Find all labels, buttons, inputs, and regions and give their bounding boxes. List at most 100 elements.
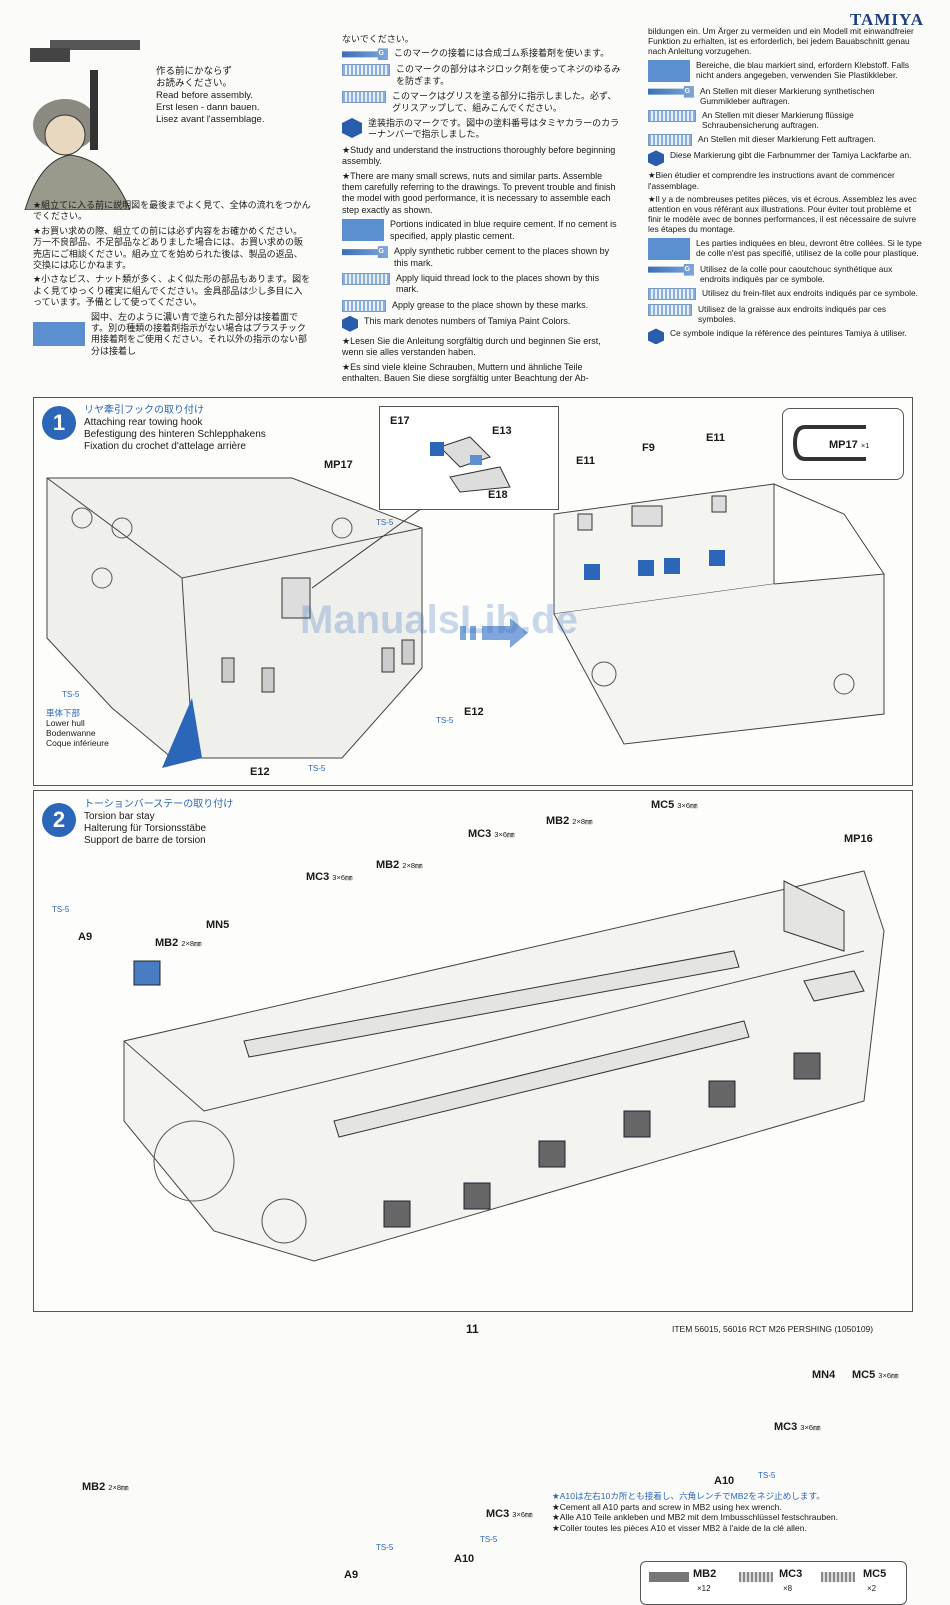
de-mark-4: An Stellen mit dieser Markierung Fett au…	[698, 134, 876, 145]
header-en: Read before assembly.	[156, 90, 253, 101]
parts-mb2: MB2	[693, 1568, 717, 1580]
jp-blue-note: 図中、左のように濃い青で塗られた部分は接着面です。別の種類の接着剤指示がない場合…	[91, 311, 308, 356]
de-mark-2: An Stellen mit dieser Markierung synthet…	[700, 85, 875, 106]
step1-label-e17: E17	[390, 415, 410, 427]
en-screws: ★There are many small screws, nuts and s…	[342, 170, 616, 215]
step2-note-jp: ★A10は左右10カ所とも接着し、六角レンチでMB2をネジ止めします。	[552, 1491, 825, 1501]
parts-mb2-qty: ×12	[697, 1584, 711, 1593]
mc3-screw-icon	[739, 1572, 773, 1582]
step1-title-fr: Fixation du crochet d'attelage arrière	[84, 441, 246, 452]
en-mark-4: Apply grease to the place shown by these…	[392, 299, 589, 310]
lower-hull-label: 車体下部 Lower hull Bodenwanne Coque inférie…	[46, 708, 109, 748]
de-cont: bildungen ein. Um Ärger zu vermeiden und…	[648, 26, 914, 57]
label-mb2-a: MB2 2×8㎜	[546, 815, 593, 827]
step1-label-e11-b: E11	[706, 432, 725, 444]
jp-mark-1: このマークの接着には合成ゴム系接着剤を使います。	[394, 48, 610, 59]
grease-icon-en	[342, 299, 386, 312]
jp-para-3: ★小さなビス、ナット類が多く、よく似た形の部品もあります。図をよく見てゆっくり確…	[33, 274, 311, 308]
header-jp-2: お読みください。	[156, 78, 233, 89]
thread-lock-icon	[342, 64, 390, 77]
parts-box-mp17: MP17 ×1	[829, 439, 870, 451]
rubber-cement-icon-en: G	[342, 246, 388, 259]
en-mark-3: Apply liquid thread lock to the places s…	[396, 272, 600, 295]
hook-detail-drawing	[430, 436, 511, 493]
fr-screws: ★Il y a de nombreuses petites pièces, vi…	[648, 193, 917, 235]
label-ts5-c: TS-5	[376, 1543, 394, 1552]
fr-mark-5: Ce symbole indique la référence des pein…	[670, 328, 907, 339]
header-jp-1: 作る前にかならず	[156, 66, 232, 77]
label-mc5-b: MC5 3×6㎜	[852, 1369, 899, 1381]
step1-label-e12-a: E12	[464, 706, 484, 718]
step2-parts-box: MB2 ×12 MC3 ×8 MC5 ×2	[640, 1561, 907, 1605]
lower-hull-fr: Coque inférieure	[46, 738, 109, 748]
lower-hull-jp: 車体下部	[46, 708, 81, 718]
step2-note-de: ★Alle A10 Teile ankleben und MB2 mit dem…	[552, 1512, 839, 1522]
step2-note-fr: ★Coller toutes les pièces A10 et visser …	[552, 1522, 807, 1533]
step1-ts-b: TS-5	[62, 690, 80, 699]
rubber-cement-icon: G	[342, 48, 388, 61]
step1-panel: 1 リヤ牽引フックの取り付け Attaching rear towing hoo…	[33, 397, 913, 786]
cement-blue-icon-fr	[648, 237, 690, 260]
de-mark-3: An Stellen mit dieser Markierung flüssig…	[702, 110, 854, 131]
step2-title-en: Torsion bar stay	[84, 811, 155, 822]
step1-title-jp: リヤ牽引フックの取り付け	[84, 405, 204, 416]
lower-hull-rear-drawing	[46, 477, 423, 768]
rubber-cement-icon-de: G	[648, 85, 694, 98]
step1-label-e12-b: E12	[250, 766, 270, 778]
mc5-screw-icon	[821, 1572, 855, 1582]
label-mc3-c: MC3 3×6㎜	[774, 1421, 821, 1433]
step2-title-jp: トーションバーステーの取り付け	[84, 799, 234, 810]
label-mc5-top: MC5 3×6㎜	[651, 799, 698, 811]
label-ts5-b: TS-5	[758, 1471, 776, 1480]
label-mp16: MP16	[844, 833, 873, 845]
label-mc3-b: MC3 3×6㎜	[306, 871, 353, 883]
step2-panel: 2 トーションバーステーの取り付け Torsion bar stay Halte…	[33, 790, 913, 1605]
step1-title-en: Attaching rear towing hook	[84, 417, 203, 428]
en-mark-1: Portions indicated in blue require cemen…	[390, 219, 617, 241]
footer-item: ITEM 56015, 56016 RCT M26 PERSHING (1050…	[672, 1324, 874, 1334]
paint-icon-en	[342, 315, 358, 332]
en-mark-2: Apply synthetic rubber cement to the pla…	[394, 246, 610, 268]
read-before-block: 作る前にかならず お読みください。 Read before assembly. …	[156, 66, 265, 126]
jp-para-2: ★お買い求めの際、組立ての前には必ず内容をお確かめください。万一不良部品、不足部…	[33, 225, 304, 271]
step1-ts-c: TS-5	[436, 716, 454, 725]
hull-interior-drawing	[553, 483, 885, 745]
label-a9-b: A9	[344, 1569, 359, 1581]
label-a9-a: A9	[78, 931, 93, 943]
brand-logo: TAMIYA	[849, 10, 924, 29]
step2-title: トーションバーステーの取り付け Torsion bar stay Halteru…	[84, 799, 233, 847]
mb2-screw-icon	[649, 1572, 689, 1582]
step2-title-fr: Support de barre de torsion	[84, 835, 206, 846]
step2-title-de: Halterung für Torsionsstäbe	[84, 823, 207, 834]
step1-title-de: Befestigung des hinteren Schlepphakens	[84, 429, 266, 440]
jp-mark-4: 塗装指示のマークです。図中の塗料番号はタミヤカラーのカラーナンバーで指示しました…	[368, 118, 620, 140]
label-a10-a: A10	[714, 1475, 735, 1487]
step1-title: リヤ牽引フックの取り付け Attaching rear towing hook …	[84, 405, 266, 453]
torsion-hull-drawing	[123, 870, 885, 1262]
label-mc3-d: MC3 3×6㎜	[486, 1508, 533, 1520]
paint-icon	[342, 118, 362, 139]
thread-lock-icon-fr	[648, 288, 696, 301]
de-intro: ★Lesen Sie die Anleitung sorgfältig durc…	[342, 335, 601, 358]
parts-mc3: MC3	[779, 1568, 803, 1580]
label-ts5-a: TS-5	[52, 905, 70, 914]
soldier-illustration	[24, 40, 140, 210]
intro-jp-column: ★組立てに入る前に説明図を最後までよく見て、全体の流れをつかんでください。 ★お…	[33, 200, 311, 361]
en-mark-5: This mark denotes numbers of Tamiya Pain…	[364, 315, 571, 326]
parts-mc3-qty: ×8	[783, 1584, 793, 1593]
fr-mark-1: Les parties indiquées en bleu, devront ê…	[696, 237, 922, 258]
header-de: Erst lesen - dann bauen.	[156, 102, 260, 113]
paint-icon-de	[648, 150, 664, 167]
step1-detail-box: E17 E13 E18	[379, 406, 559, 510]
step2-note-en: ★Cement all A10 parts and screw in MB2 u…	[552, 1501, 782, 1512]
grease-icon-fr	[648, 304, 692, 317]
label-a10-b: A10	[454, 1553, 475, 1565]
page-number: 11	[466, 1322, 479, 1336]
en-study: ★Study and understand the instructions t…	[342, 144, 616, 167]
fr-intro: ★Bien étudier et comprendre les instruct…	[648, 170, 895, 191]
label-ts5-d: TS-5	[480, 1535, 498, 1544]
lower-hull-de: Bodenwanne	[46, 728, 96, 738]
lower-hull-en: Lower hull	[46, 718, 85, 728]
step1-label-e18: E18	[488, 489, 508, 501]
